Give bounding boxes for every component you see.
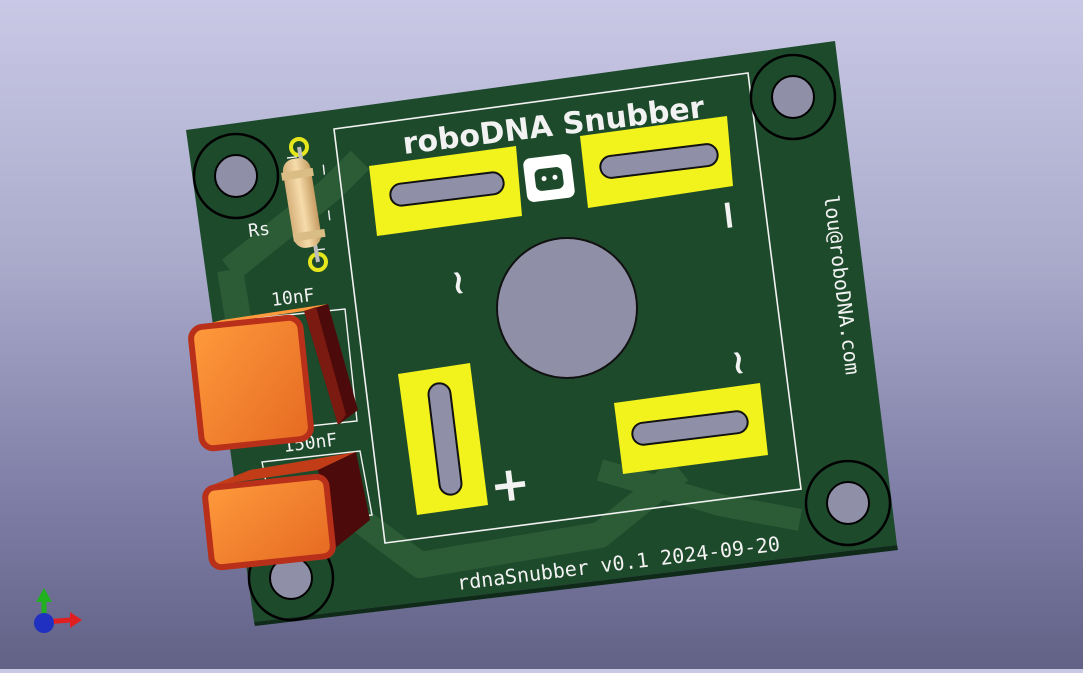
resistor-label: Rs xyxy=(247,218,271,241)
silk-frame xyxy=(333,72,802,544)
axis-x-arrow xyxy=(70,612,82,628)
pad-top-right xyxy=(580,116,733,208)
pad-bottom-left xyxy=(398,363,488,515)
pin-ac2-label: ~ xyxy=(717,346,760,379)
pin-plus-label: + xyxy=(487,454,534,514)
copper-trace-2 xyxy=(596,459,803,531)
pad-top-left xyxy=(369,146,522,236)
axis-y-arrow xyxy=(36,588,52,602)
mounting-hole-tl xyxy=(192,132,280,220)
mounting-hole-tr xyxy=(749,53,837,141)
mounting-hole-br xyxy=(804,459,892,547)
resistor-rs xyxy=(281,146,326,263)
pin-minus-label: − xyxy=(704,196,754,235)
center-cutout xyxy=(496,237,638,379)
pad-bottom-right xyxy=(614,383,768,474)
capacitor-150nf xyxy=(202,452,370,571)
pin-ac1-label: ~ xyxy=(437,266,480,299)
robodna-logo xyxy=(523,154,575,202)
cap1-label: 10nF xyxy=(270,285,316,311)
pcb-board-edge xyxy=(254,545,898,626)
axis-gizmo xyxy=(34,588,82,633)
axis-z xyxy=(34,613,54,633)
capacitor-10nf xyxy=(188,304,358,452)
